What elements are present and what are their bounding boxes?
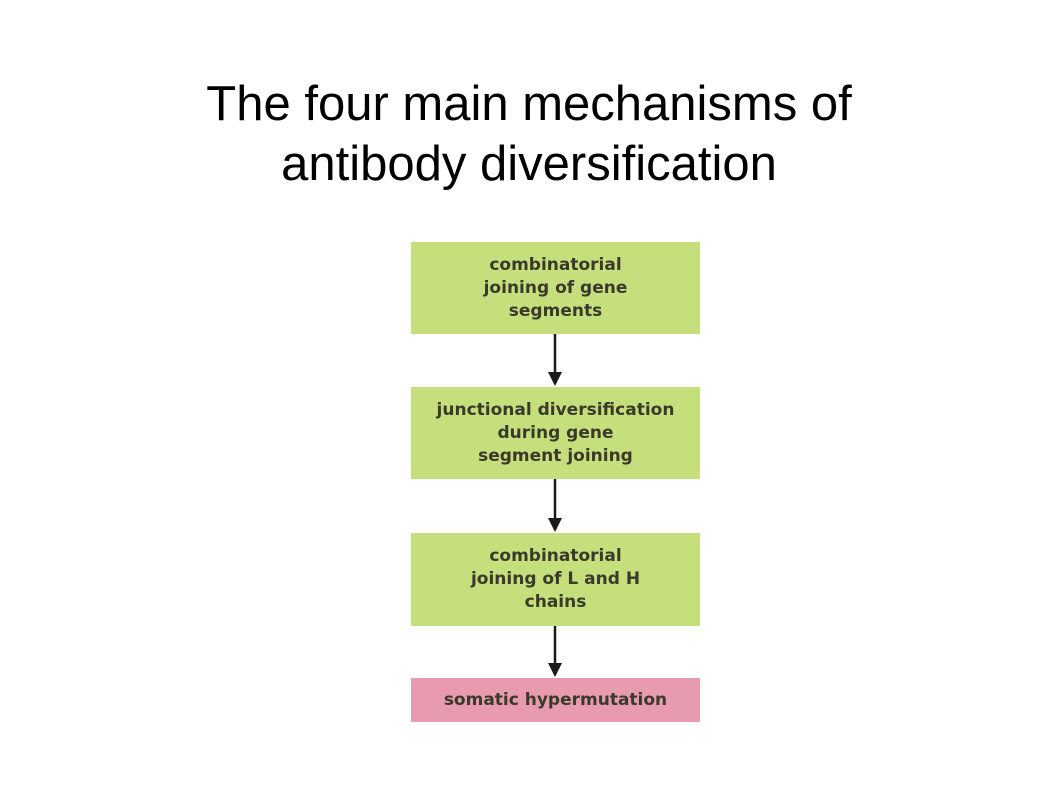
step-label: junctional diversification during gene s… bbox=[436, 399, 675, 466]
step-label: combinatorial joining of gene segments bbox=[483, 254, 628, 321]
step-junctional-diversification: junctional diversification during gene s… bbox=[411, 387, 700, 479]
step-label: somatic hypermutation bbox=[443, 689, 668, 710]
slide-title: The four main mechanisms of antibody div… bbox=[0, 74, 1058, 194]
arrowhead-step-1-to-2 bbox=[548, 372, 562, 386]
slide-title-line-2: antibody diversification bbox=[281, 137, 777, 191]
step-combinatorial-gene-segments: combinatorial joining of gene segments bbox=[411, 242, 700, 334]
step-combinatorial-l-h-chains: combinatorial joining of L and H chains bbox=[411, 533, 700, 626]
step-label: combinatorial joining of L and H chains bbox=[470, 546, 641, 612]
arrowhead-step-3-to-4 bbox=[548, 663, 562, 677]
arrowhead-step-2-to-3 bbox=[548, 518, 562, 532]
slide-title-line-1: The four main mechanisms of bbox=[206, 77, 852, 131]
step-somatic-hypermutation: somatic hypermutation bbox=[411, 678, 700, 722]
